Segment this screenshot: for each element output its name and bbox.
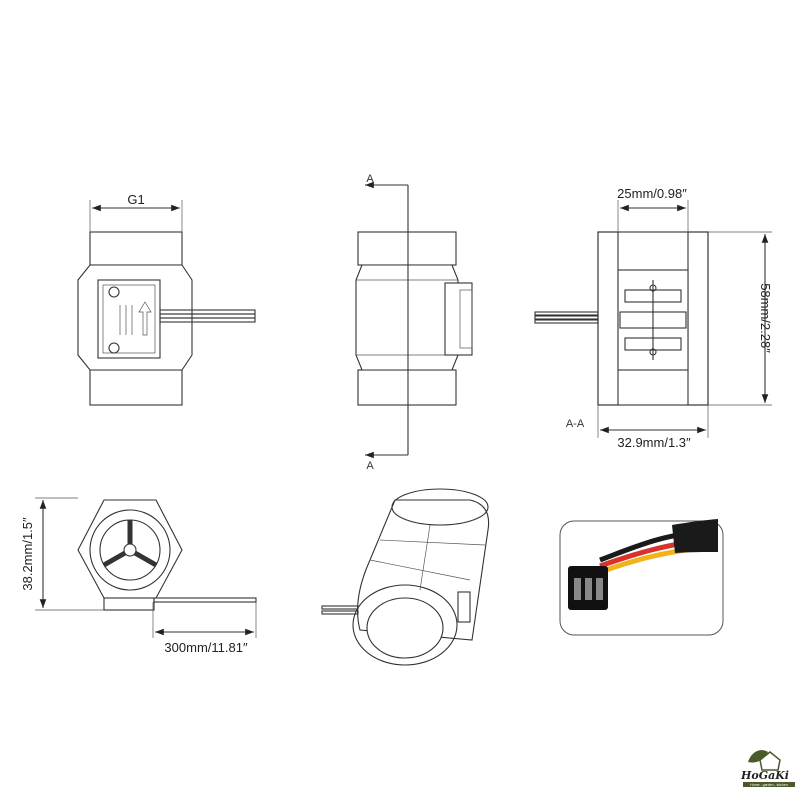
- section-view: 25mm/0.98″ 58mm/2.28″ A-A 32.9mm/1.3″: [534, 186, 773, 450]
- side-view: A A: [355, 173, 473, 472]
- hex-width-label: 38.2mm/1.5″: [20, 517, 35, 591]
- outer-diameter-label: 32.9mm/1.3″: [617, 435, 691, 450]
- screw-icon: [108, 286, 120, 298]
- length-label: 58mm/2.28″: [758, 283, 773, 353]
- section-marker-top: A: [366, 173, 374, 185]
- thread-label: G1: [127, 192, 144, 207]
- inner-diameter-label: 25mm/0.98″: [617, 186, 687, 201]
- connector-photo: [559, 519, 724, 636]
- logo-name: HoGaKi: [740, 769, 789, 782]
- logo-tagline: Home - garden - kitchen: [750, 783, 788, 787]
- screw-icon: [108, 342, 120, 354]
- section-marker-bottom: A: [366, 460, 374, 472]
- end-view: 38.2mm/1.5″ 300mm/11.81″: [20, 497, 257, 655]
- flow-arrow-icon: [138, 301, 152, 336]
- brand-logo: HoGaKi Home - garden - kitchen: [740, 750, 795, 787]
- front-view: G1: [77, 192, 256, 406]
- cable-length-label: 300mm/11.81″: [164, 640, 248, 655]
- isometric-view: [321, 488, 490, 666]
- section-label: A-A: [566, 418, 585, 430]
